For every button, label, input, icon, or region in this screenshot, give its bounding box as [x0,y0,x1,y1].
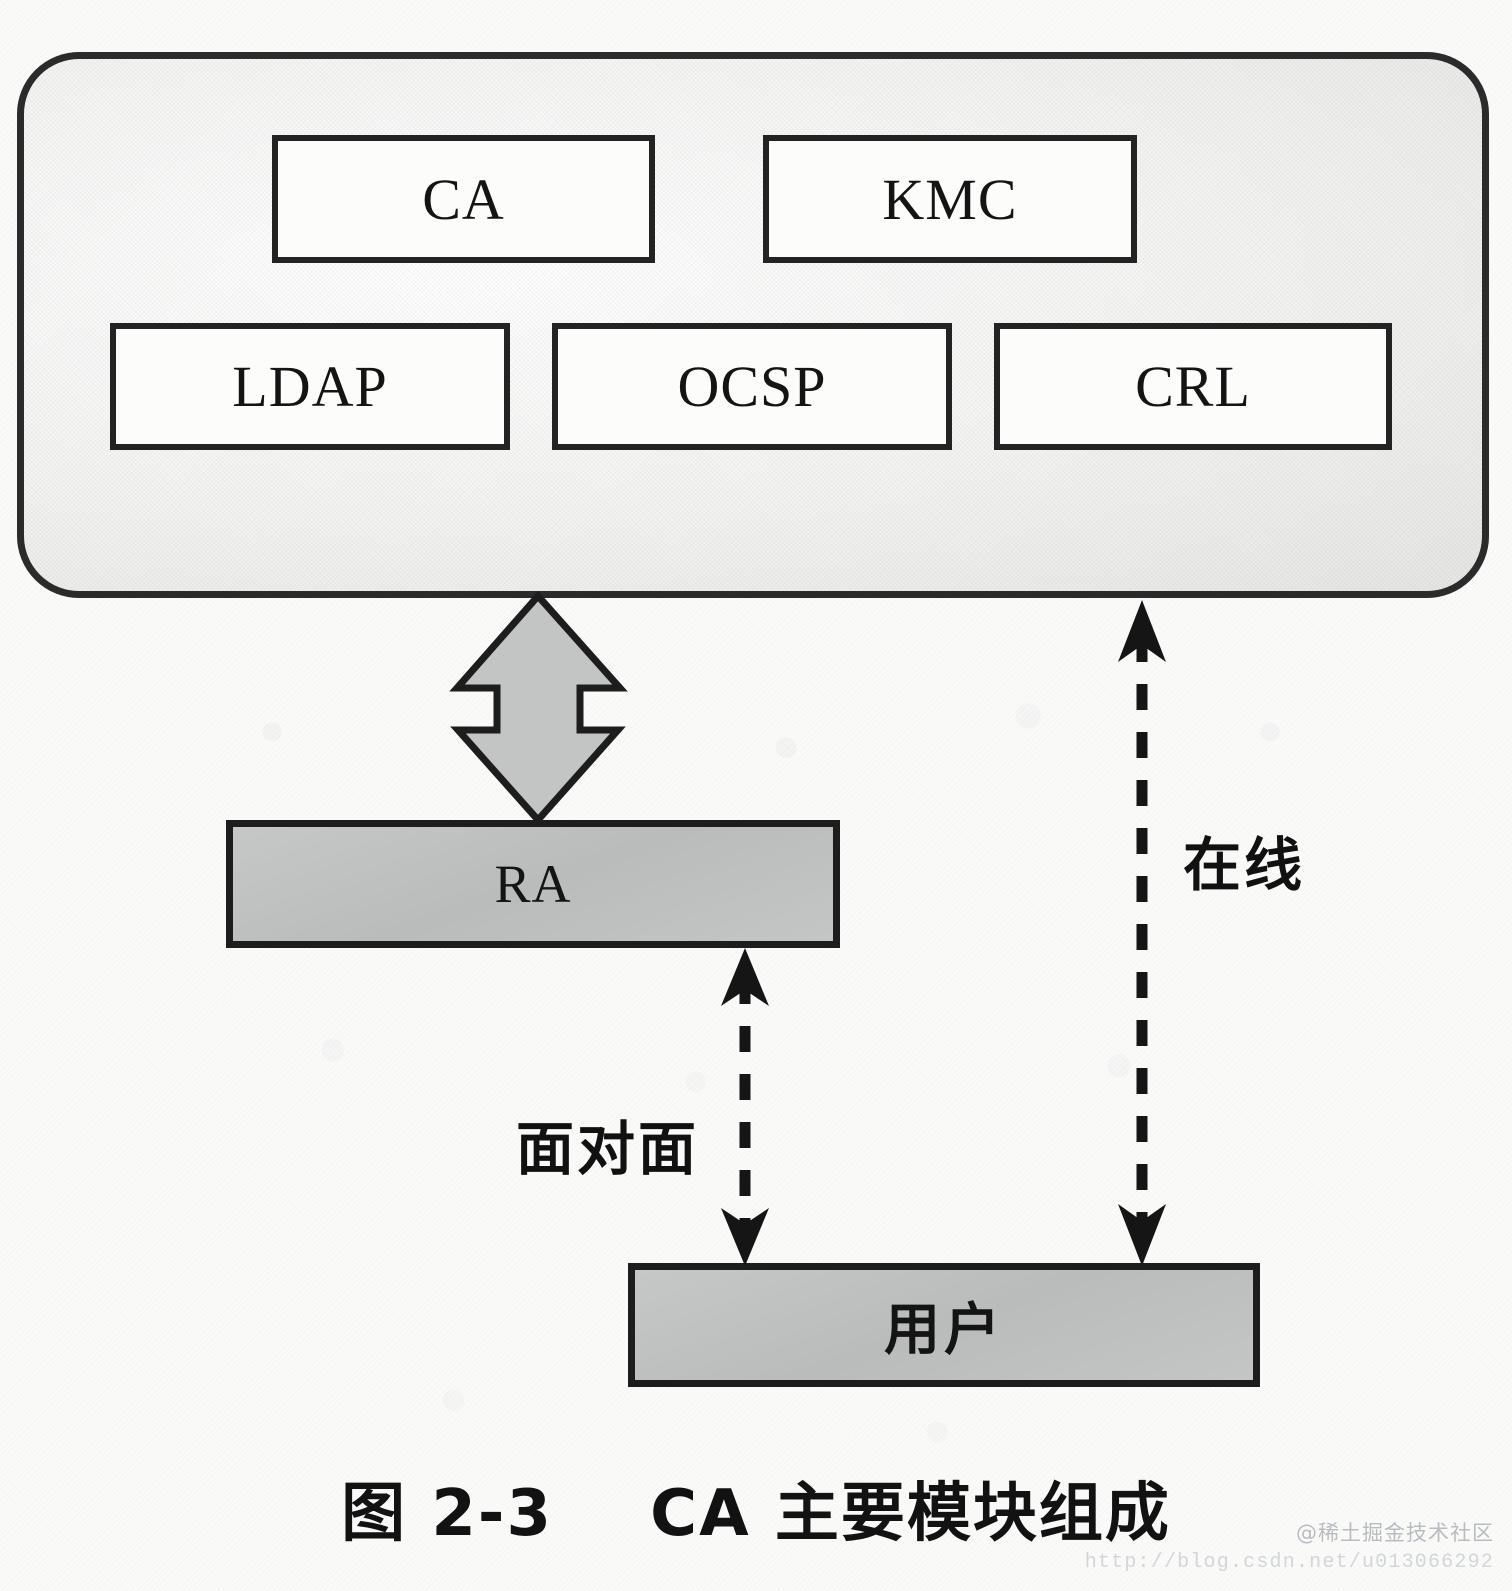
module-label-crl: CRL [1135,354,1251,419]
module-label-ocsp: OCSP [677,354,827,419]
module-box-kmc[interactable]: KMC [763,135,1137,263]
node-label-user: 用户 [884,1297,1004,1363]
module-box-ca[interactable]: CA [272,135,655,263]
module-box-crl[interactable]: CRL [994,323,1392,450]
connector-label-face-to-face: 面对面 [516,1115,700,1183]
watermark-url: http://blog.csdn.net/u013066292 [1084,1551,1494,1574]
module-label-kmc: KMC [882,166,1018,232]
module-label-ldap: LDAP [232,354,388,419]
module-box-ldap[interactable]: LDAP [110,323,510,450]
connector-ca-to-ra[interactable] [449,590,628,826]
watermark-brand: @稀土掘金技术社区 [1296,1521,1494,1545]
module-box-ocsp[interactable]: OCSP [552,323,952,450]
node-user[interactable]: 用户 [628,1263,1260,1387]
connector-ra-to-user[interactable] [721,948,769,1266]
node-ra[interactable]: RA [226,820,840,948]
figure-caption: 图 2-3 CA 主要模块组成 [341,1477,1171,1551]
connector-label-online: 在线 [1183,831,1306,899]
module-label-ca: CA [422,166,505,232]
node-label-ra: RA [494,854,572,914]
connector-ca-to-user[interactable] [1118,600,1166,1266]
